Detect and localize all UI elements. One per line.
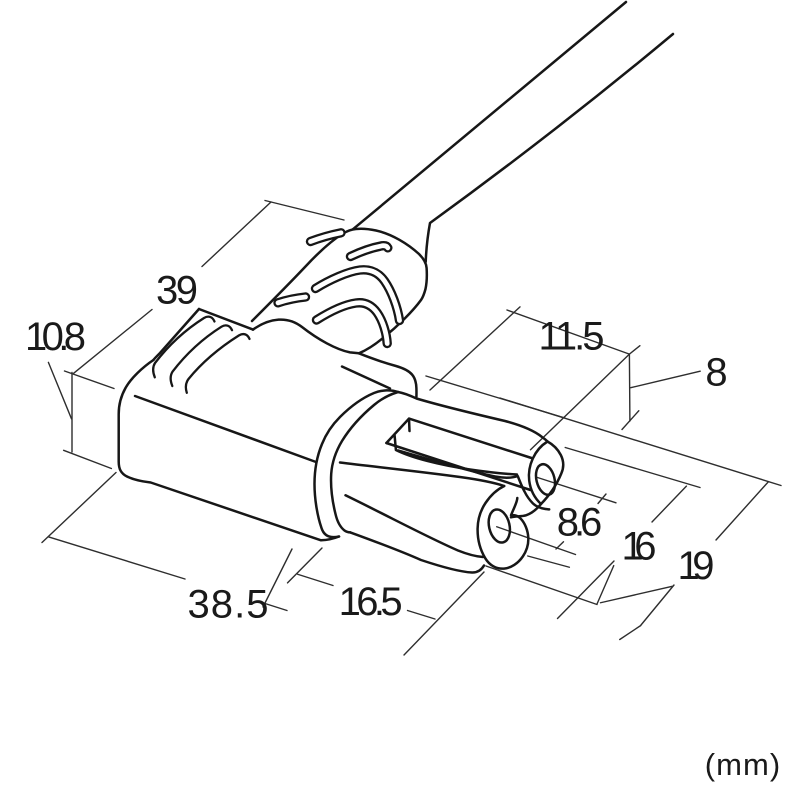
svg-text:10.8: 10.8 [25, 315, 86, 359]
svg-text:19: 19 [678, 544, 715, 588]
svg-text:39: 39 [156, 269, 198, 313]
svg-text:8.6: 8.6 [557, 501, 603, 545]
svg-text:(mm): (mm) [705, 747, 781, 782]
svg-text:11.5: 11.5 [539, 315, 605, 359]
svg-text:8: 8 [705, 351, 727, 395]
svg-text:16: 16 [622, 525, 657, 569]
svg-text:38.5: 38.5 [188, 583, 269, 627]
svg-text:16.5: 16.5 [339, 580, 403, 624]
